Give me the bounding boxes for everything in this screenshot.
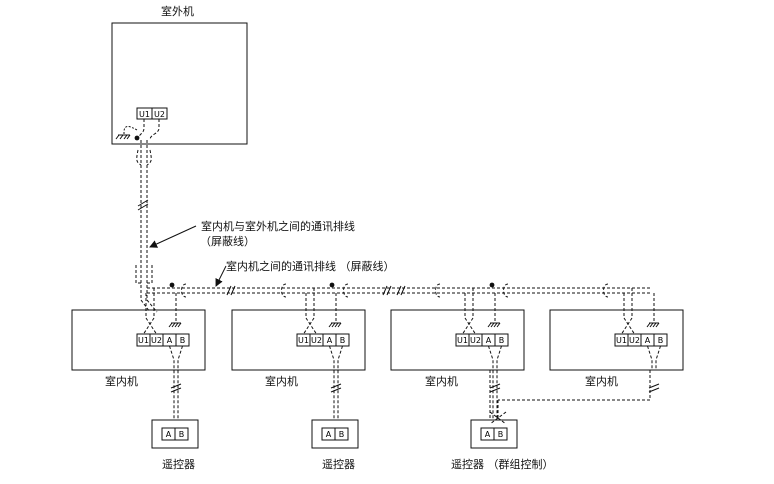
indoor-4-terminal-b: B [658,336,664,345]
outdoor-indoor-cable [135,119,160,313]
outdoor-unit-label: 室外机 [161,5,194,18]
indoor-2-wiring [303,288,343,420]
indoor-4-terminal-a: A [645,336,651,345]
indoor-2-terminal-a: A [327,336,333,345]
indoor-2-terminal-u2: U2 [311,336,322,345]
indoor-4-terminal-u2: U2 [629,336,640,345]
annotation-arrow-1 [149,225,197,248]
remote-label-1: 遥控器 [162,458,195,471]
annotation-arrow-2 [215,265,227,287]
indoor-unit-label-1: 室内机 [105,375,138,388]
remote-3-terminal-a: A [485,430,491,439]
outdoor-unit-box [111,22,248,145]
indoor-4-wiring [621,288,661,370]
indoor-3-ground-icon [487,293,501,328]
indoor-1-terminal-u1: U1 [138,336,149,345]
indoor-2-ground-icon [328,293,342,328]
outdoor-ground-icon [115,126,138,140]
indoor-3-terminal-u1: U1 [457,336,468,345]
indoor-1-cable-break-icon [170,383,182,393]
remote-label-2: 遥控器 [322,458,355,471]
indoor-2-terminal-u1: U1 [298,336,309,345]
bus-junction-dot-1 [169,282,175,288]
indoor-3-terminal-a: A [486,336,492,345]
indoor-1-wiring [143,288,183,420]
outdoor-terminal-block: U1 U2 [136,107,168,120]
indoor-unit-label-2: 室内机 [265,375,298,388]
indoor-3-wiring [462,288,502,420]
indoor-bus-cable [147,283,650,298]
indoor-3-terminal-u2: U2 [470,336,481,345]
outdoor-terminal-u1: U1 [139,110,150,119]
indoor-4-terminal-u1: U1 [616,336,627,345]
outdoor-terminal-u2: U2 [154,110,165,119]
remote-3-terminal-b: B [498,430,504,439]
indoor-3-terminal-b: B [499,336,505,345]
bus-break-icons [226,285,406,296]
remote-2-terminal-a: A [326,430,332,439]
indoor-1-terminal-b: B [180,336,186,345]
indoor-4-ground-icon [646,293,660,328]
indoor-unit-label-4: 室内机 [585,375,618,388]
group-control-cable [489,370,651,425]
indoor-1-terminal-u2: U2 [151,336,162,345]
remote-1-terminal-a: A [166,430,172,439]
remote-1-terminal-b: B [179,430,185,439]
remote-label-3: 遥控器 （群组控制） [451,458,554,471]
indoor-4-cable-break-icon [648,383,660,393]
indoor-1-terminal-a: A [167,336,173,345]
indoor-3-cable-break-icon [489,383,501,393]
indoor-outdoor-line-label: 室内机与室外机之间的通讯排线 [201,220,355,233]
indoor-2-cable-break-icon [330,383,342,393]
indoor-outdoor-line-note: （屏蔽线） [200,235,255,248]
bus-junction-dot-2 [329,282,335,288]
indoor-1-ground-icon [168,293,182,328]
outdoor-cable-break-icon [137,199,149,211]
remote-2-terminal-b: B [339,430,345,439]
indoor-indoor-line-label: 室内机之间的通讯排线 （屏蔽线） [226,260,395,273]
indoor-2-terminal-b: B [340,336,346,345]
indoor-unit-label-3: 室内机 [425,375,458,388]
bus-junction-dot-3 [489,282,495,288]
